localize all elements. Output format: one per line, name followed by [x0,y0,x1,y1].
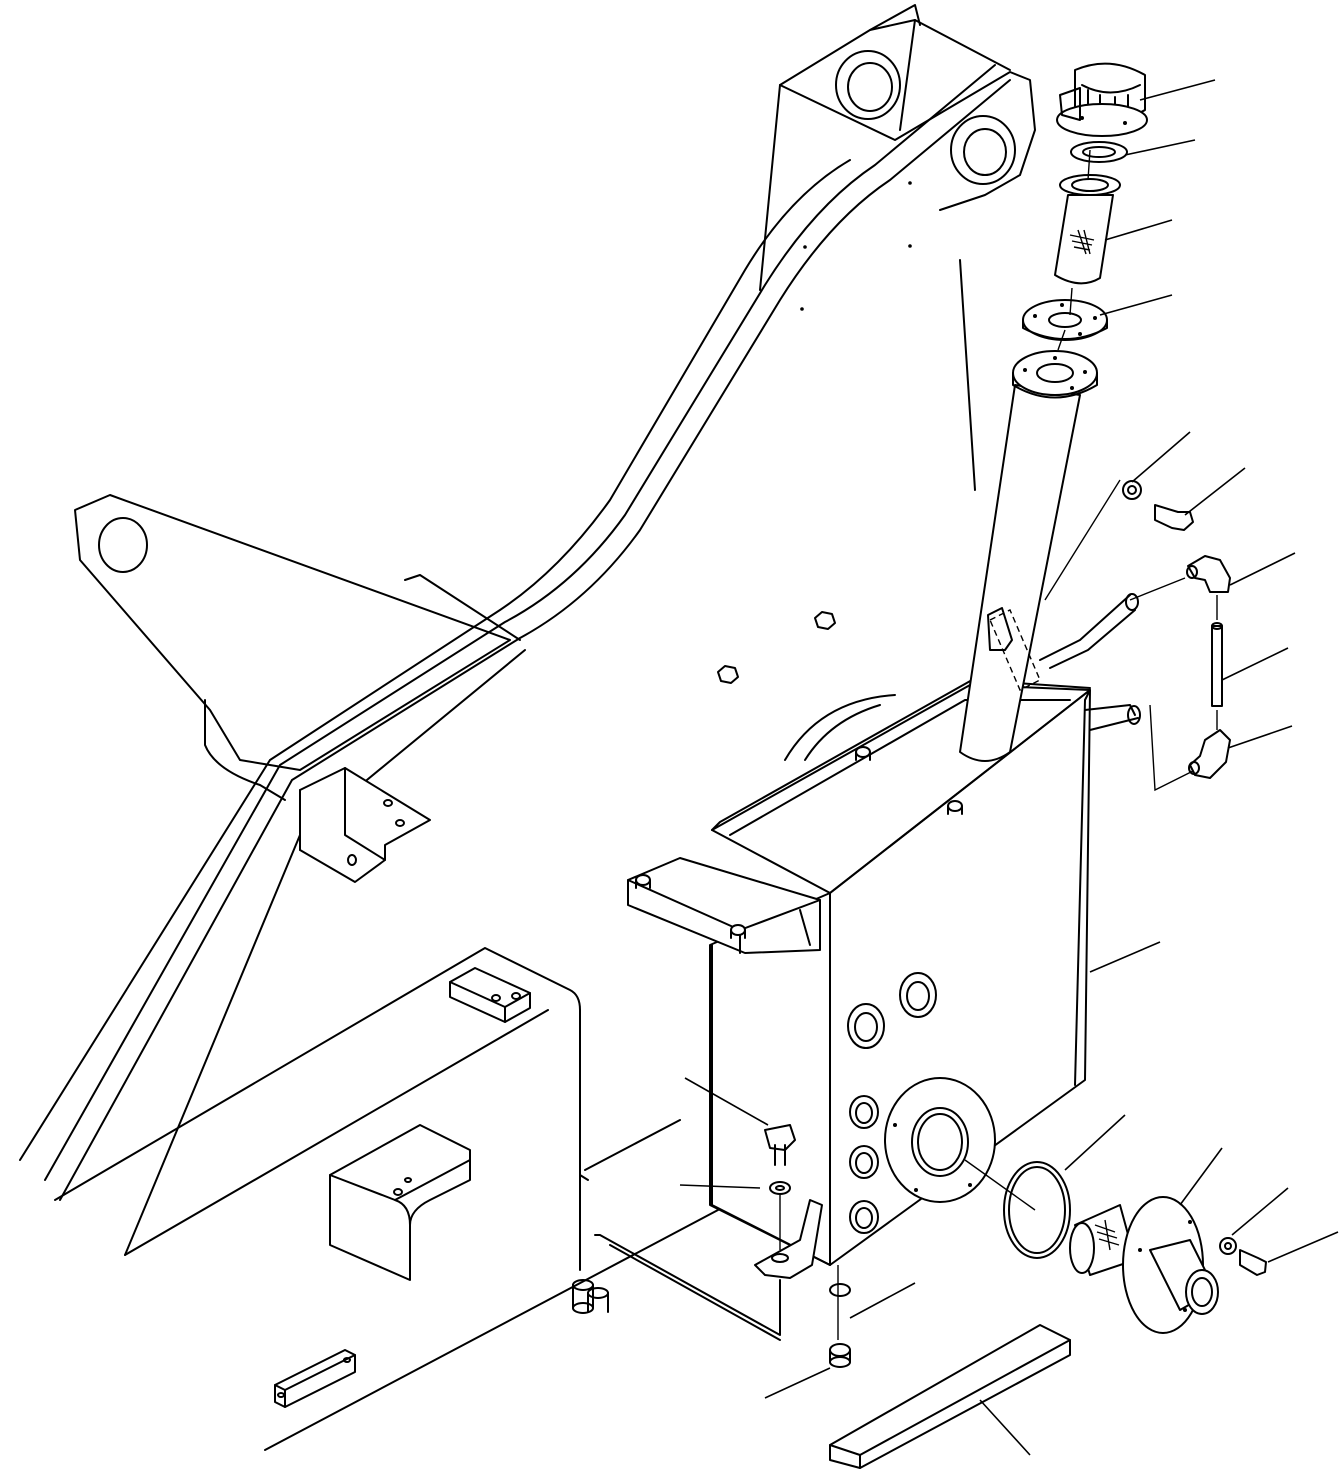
fuel-tank [54,947,1071,1469]
suction-strainer [964,1159,1219,1334]
filler-flange-gasket [1022,299,1108,341]
ports [847,972,937,1234]
gasket-1 [1070,141,1128,163]
bolt-washer-bracket [764,1124,796,1250]
hydraulic-tank [627,679,1091,1368]
filler-cap [1056,62,1148,137]
hoses [1039,479,1196,792]
elbow-fittings [1186,555,1231,779]
filler-strainer [1054,174,1121,285]
bolt-washer-lower [1219,1237,1267,1276]
filler-neck [959,350,1098,762]
leader-lines [679,79,1339,1456]
bolt-washer-upper [1122,480,1194,531]
loader-arm-frame [19,4,1036,1256]
studs [635,746,963,939]
